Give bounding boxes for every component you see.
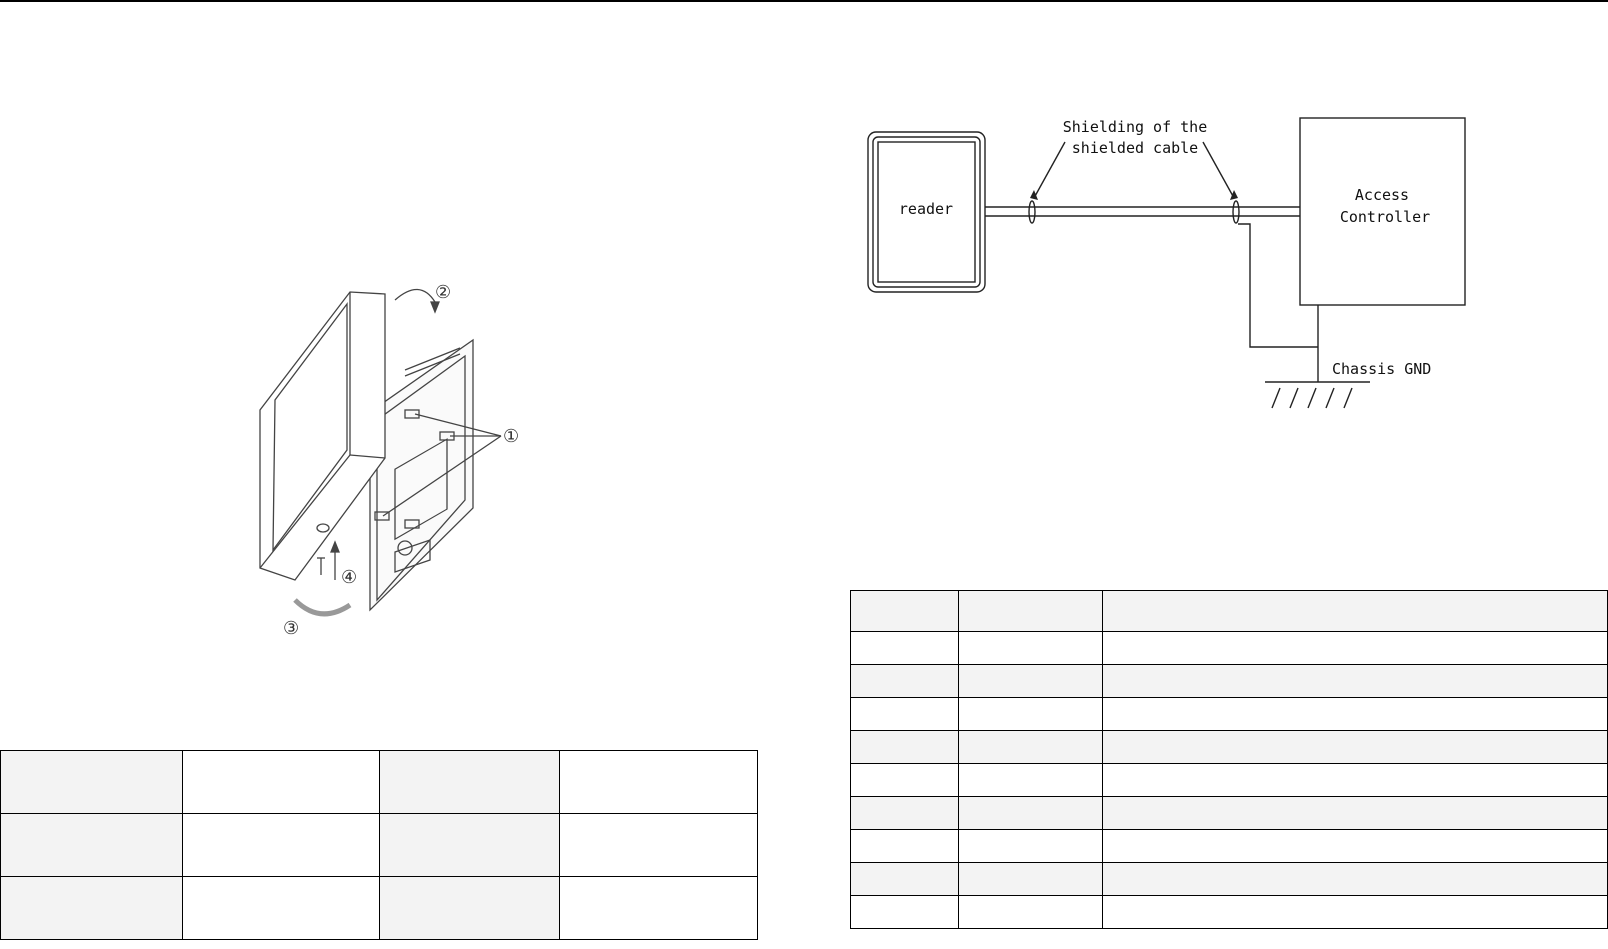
table-cell xyxy=(1101,730,1608,764)
table-cell xyxy=(957,730,1103,764)
table-row xyxy=(850,631,1608,665)
table-cell xyxy=(850,664,959,698)
table-cell xyxy=(850,763,959,797)
table-header-cell xyxy=(957,590,1103,632)
table-cell xyxy=(850,862,959,896)
table-cell xyxy=(957,796,1103,830)
table-cell xyxy=(850,631,959,665)
table-row xyxy=(0,876,758,940)
table-row xyxy=(0,750,758,814)
table-row xyxy=(850,763,1608,797)
wiring-table xyxy=(850,590,1608,929)
reader-box xyxy=(867,131,986,293)
table-header-row xyxy=(850,590,1608,632)
table-row xyxy=(850,829,1608,863)
table-cell xyxy=(850,697,959,731)
table-cell xyxy=(0,876,183,940)
table-row xyxy=(850,697,1608,731)
installation-figure: ② ① ④ ③ xyxy=(259,282,519,639)
step-1-label: ① xyxy=(503,426,519,447)
specification-table xyxy=(0,750,758,940)
table-cell xyxy=(850,829,959,863)
reader-label: reader xyxy=(899,200,953,218)
table-cell xyxy=(850,895,959,929)
table-cell xyxy=(379,813,561,877)
table-cell xyxy=(1101,664,1608,698)
table-cell xyxy=(1101,697,1608,731)
step-3-label: ③ xyxy=(283,618,299,639)
table-cell xyxy=(850,796,959,830)
table-cell xyxy=(559,750,758,814)
table-cell xyxy=(0,750,183,814)
reader-body xyxy=(259,291,386,581)
table-cell xyxy=(1101,829,1608,863)
table-row xyxy=(850,895,1608,929)
shielding-wiring-diagram: reader Shielding of the shielded cable A… xyxy=(867,117,1466,409)
table-cell xyxy=(379,750,561,814)
step-4-label: ④ xyxy=(341,567,357,588)
shielding-label-line2: shielded cable xyxy=(1072,139,1198,157)
table-row xyxy=(850,664,1608,698)
table-cell xyxy=(850,730,959,764)
table-cell xyxy=(1101,895,1608,929)
table-cell xyxy=(181,876,381,940)
controller-label-line2: Controller xyxy=(1340,208,1430,226)
table-cell xyxy=(957,631,1103,665)
table-row xyxy=(850,796,1608,830)
table-cell xyxy=(181,750,381,814)
table-row xyxy=(850,862,1608,896)
table-header-cell xyxy=(1101,590,1608,632)
table-cell xyxy=(559,813,758,877)
table-cell xyxy=(957,829,1103,863)
table-cell xyxy=(1101,631,1608,665)
table-cell xyxy=(1101,796,1608,830)
table-row xyxy=(0,813,758,877)
table-cell xyxy=(957,763,1103,797)
table-cell xyxy=(181,813,381,877)
top-rule xyxy=(0,0,1608,2)
step-2-label: ② xyxy=(435,282,451,303)
wall-bracket xyxy=(369,338,474,612)
table-cell xyxy=(957,895,1103,929)
table-cell xyxy=(379,876,561,940)
table-cell xyxy=(957,697,1103,731)
table-cell xyxy=(559,876,758,940)
controller-box xyxy=(1299,117,1466,306)
controller-label-line1: Access xyxy=(1355,186,1409,204)
table-cell xyxy=(0,813,183,877)
table-cell xyxy=(957,862,1103,896)
table-cell xyxy=(957,664,1103,698)
chassis-gnd-label: Chassis GND xyxy=(1332,360,1431,378)
table-row xyxy=(850,730,1608,764)
table-header-cell xyxy=(850,590,959,632)
shielding-label-line1: Shielding of the xyxy=(1063,118,1208,136)
table-cell xyxy=(1101,862,1608,896)
table-cell xyxy=(1101,763,1608,797)
